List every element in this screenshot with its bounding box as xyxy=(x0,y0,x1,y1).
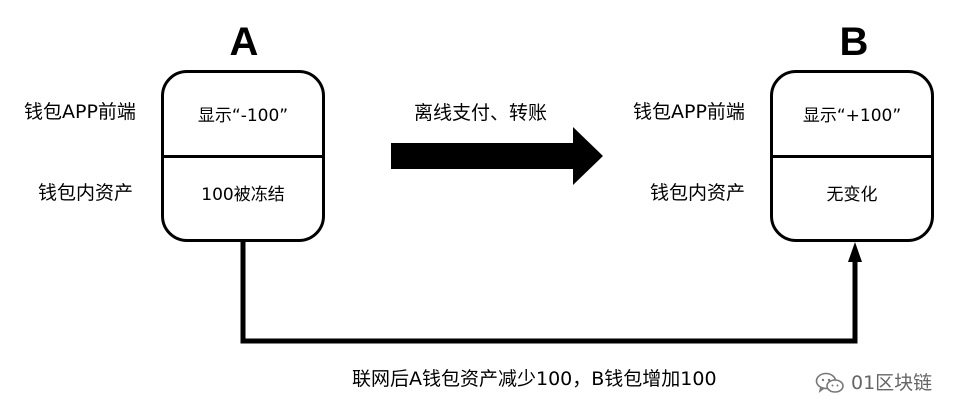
node-a-divider xyxy=(164,155,322,158)
offline-arrow xyxy=(391,127,603,185)
node-a-box: 显示“-100” 100被冻结 xyxy=(161,70,325,242)
watermark-text: 01区块链 xyxy=(851,371,933,394)
node-b-asset-label: 钱包内资产 xyxy=(650,182,746,204)
node-b-divider xyxy=(773,155,931,158)
online-connector-arrowhead xyxy=(848,242,862,262)
node-b-frontend-value: 显示“+100” xyxy=(802,106,902,126)
node-a-heading: A xyxy=(229,20,259,64)
node-a-frontend-label: 钱包APP前端 xyxy=(24,101,136,123)
node-a-frontend-value: 显示“-100” xyxy=(197,106,289,126)
watermark: 01区块链 xyxy=(815,372,932,394)
wechat-icon xyxy=(815,372,844,393)
offline-edge-label: 离线支付、转账 xyxy=(414,102,548,124)
node-a-asset-label: 钱包内资产 xyxy=(38,182,134,204)
node-b-asset-value: 无变化 xyxy=(826,185,878,205)
node-b-frontend-label: 钱包APP前端 xyxy=(633,101,745,123)
node-b-heading: B xyxy=(839,20,869,64)
online-edge-label: 联网后A钱包资产减少100，B钱包增加100 xyxy=(352,368,717,390)
node-a-asset-value: 100被冻结 xyxy=(201,185,285,205)
online-connector-line xyxy=(240,241,858,344)
node-b-box: 显示“+100” 无变化 xyxy=(770,70,934,242)
